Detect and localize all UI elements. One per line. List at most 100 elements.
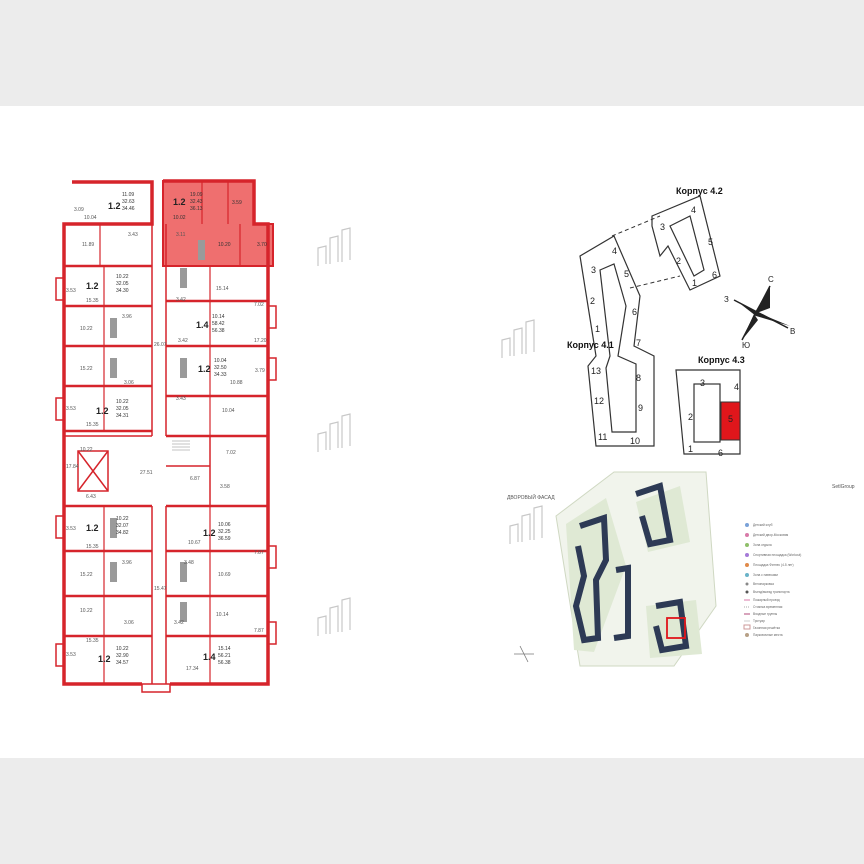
room-area: 10.22 bbox=[80, 447, 93, 453]
highlighted-room-1: 10.02 bbox=[173, 215, 186, 221]
watermark-icon bbox=[501, 319, 535, 358]
unit-area: 32.90 bbox=[116, 653, 129, 659]
room-area: 3.06 bbox=[124, 620, 134, 626]
room-area: 10.14 bbox=[216, 612, 229, 618]
unit-area: 32.63 bbox=[122, 199, 135, 205]
unit-area: 10.22 bbox=[116, 274, 129, 280]
section-number: 2 bbox=[590, 296, 595, 306]
room-area: 3.96 bbox=[122, 560, 132, 566]
section-number: 5 bbox=[708, 237, 713, 247]
unit-area: 34.82 bbox=[116, 530, 129, 536]
legend-item: Газонная решётка bbox=[753, 626, 780, 630]
unit-rooms: 1.2 bbox=[96, 406, 109, 416]
building-title: Корпус 4.1 bbox=[567, 340, 614, 350]
unit-area: 11.09 bbox=[122, 192, 134, 198]
unit-rooms: 1.2 bbox=[86, 281, 99, 291]
room-area: 10.22 bbox=[80, 608, 93, 614]
room-area: 3.43 bbox=[128, 232, 138, 238]
sheet: 1.2 19.09 32.43 36.13 10.02 3.59 10.20 3… bbox=[0, 106, 864, 758]
room-area: 7.02 bbox=[226, 450, 236, 456]
compass: С Ю В З bbox=[724, 275, 795, 350]
unit-area: 10.22 bbox=[116, 399, 129, 405]
room-area: 7.87 bbox=[254, 628, 264, 634]
room-area: 15.35 bbox=[86, 298, 99, 304]
unit-area: 10.04 bbox=[214, 358, 227, 364]
legend: Детский клуб Детский двор-Московия Зона … bbox=[743, 523, 801, 637]
floor-plan-sheet: 1.2 19.09 32.43 36.13 10.02 3.59 10.20 3… bbox=[55, 179, 855, 693]
highlighted-area-1: 19.09 bbox=[190, 192, 203, 198]
unit-rooms: 1.4 bbox=[196, 320, 209, 330]
legend-item: Велопарковка bbox=[753, 582, 774, 586]
unit-area: 10.14 bbox=[212, 314, 225, 320]
section-number: 4 bbox=[612, 246, 617, 256]
section-number: 5 bbox=[728, 414, 733, 424]
section-number: 6 bbox=[712, 270, 717, 280]
section-number: 1 bbox=[688, 444, 693, 454]
room-area: 3.06 bbox=[124, 380, 134, 386]
room-area: 3.79 bbox=[255, 368, 265, 374]
highlighted-room-4: 3.70 bbox=[257, 242, 267, 248]
unit-rooms: 1.2 bbox=[86, 523, 99, 533]
section-number: 7 bbox=[636, 338, 641, 348]
highlighted-room-3: 10.20 bbox=[218, 242, 231, 248]
unit-area: 34.46 bbox=[122, 206, 135, 212]
room-area: 15.35 bbox=[86, 638, 99, 644]
legend-item: Спортивная площадка (Workout) bbox=[753, 553, 801, 557]
watermark-icon bbox=[317, 227, 351, 266]
room-area: 15.35 bbox=[86, 544, 99, 550]
unit-rooms: 1.2 bbox=[203, 528, 216, 538]
unit-area: 58.42 bbox=[212, 321, 225, 327]
room-area: 3.42 bbox=[178, 338, 188, 344]
legend-item: Тротуар bbox=[753, 619, 765, 623]
room-area: 3.58 bbox=[220, 484, 230, 490]
floor-plan: 1.2 19.09 32.43 36.13 10.02 3.59 10.20 3… bbox=[55, 179, 277, 693]
compass-west: З bbox=[724, 295, 729, 304]
selected-section[interactable] bbox=[720, 401, 741, 441]
unit-rooms: 1.4 bbox=[203, 652, 216, 662]
watermark-icon bbox=[317, 413, 351, 452]
unit-area: 32.05 bbox=[116, 281, 129, 287]
room-area: 3.42 bbox=[176, 297, 186, 303]
section-number: 13 bbox=[591, 366, 601, 376]
section-number: 3 bbox=[700, 378, 705, 388]
unit-area: 15.14 bbox=[218, 646, 231, 652]
section-number: 2 bbox=[676, 256, 681, 266]
selected-building-frame[interactable] bbox=[666, 617, 686, 639]
section-number: 4 bbox=[734, 382, 739, 392]
compass-east: В bbox=[790, 327, 795, 336]
master-plan: ДВОРОВЫЙ ФАСАД SetlGroup Детский клуб Де… bbox=[507, 471, 855, 667]
room-area: 6.43 bbox=[86, 494, 96, 500]
compass-south: Ю bbox=[742, 341, 750, 350]
brand-label: SetlGroup bbox=[832, 484, 855, 490]
section-number: 6 bbox=[632, 307, 637, 317]
room-area: 10.69 bbox=[218, 572, 231, 578]
unit-area: 56.38 bbox=[218, 660, 231, 666]
legend-item: Детский клуб bbox=[753, 523, 773, 527]
room-area: 3.53 bbox=[66, 526, 76, 532]
section-number: 3 bbox=[591, 265, 596, 275]
watermark-group bbox=[317, 227, 543, 636]
building-title: Корпус 4.3 bbox=[698, 355, 745, 365]
unit-area: 32.50 bbox=[214, 365, 227, 371]
unit-area: 32.25 bbox=[218, 529, 231, 535]
unit-area: 10.22 bbox=[116, 516, 129, 522]
room-area: 15.22 bbox=[80, 366, 93, 372]
highlighted-area-2: 32.43 bbox=[190, 199, 203, 205]
section-number: 6 bbox=[718, 448, 723, 458]
section-number: 2 bbox=[688, 412, 693, 422]
room-area: 26.07 bbox=[154, 342, 167, 348]
legend-item: Площадка Фитнес (4-5 лет) bbox=[753, 563, 794, 567]
room-area: 17.84 bbox=[66, 464, 79, 470]
legend-item: Входные группы bbox=[753, 612, 778, 616]
room-area: 17.34 bbox=[186, 666, 199, 672]
room-area: 3.53 bbox=[66, 288, 76, 294]
section-number: 4 bbox=[691, 205, 696, 215]
room-area: 10.22 bbox=[80, 326, 93, 332]
highlighted-area-3: 36.13 bbox=[190, 206, 203, 212]
room-area: 3.43 bbox=[176, 396, 186, 402]
unit-rooms: 1.2 bbox=[108, 201, 121, 211]
room-area: 3.53 bbox=[66, 406, 76, 412]
unit-area: 32.05 bbox=[116, 406, 129, 412]
room-area: 3.96 bbox=[122, 314, 132, 320]
room-area: 10.04 bbox=[84, 215, 97, 221]
